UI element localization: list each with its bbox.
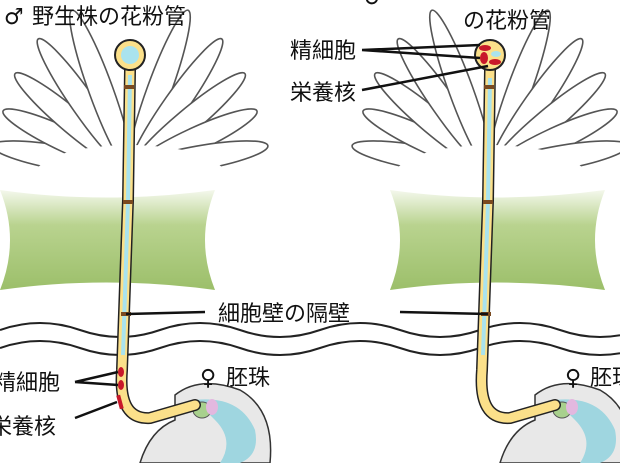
left-ovule [139, 382, 272, 463]
left-vegetative-nucleus [116, 394, 124, 410]
right-sperm-cell-2 [480, 52, 488, 64]
right-female-symbol: ♀ [565, 366, 581, 391]
right-ovule [499, 382, 620, 463]
left-sperm-label: 精細胞 [0, 371, 60, 396]
left-pollen-tube [114, 39, 201, 425]
left-sperm-cell-1 [118, 367, 124, 377]
left-ovule-label: 胚珠 [226, 366, 270, 391]
right-male-symbol: ♂ [364, 0, 384, 10]
left-vegetative-label: 栄養核 [0, 415, 56, 440]
right-vegetative-nucleus [489, 59, 501, 65]
right-vegetative-label: 栄養核 [290, 81, 356, 106]
left-tissue [0, 190, 215, 290]
septum-label: 細胞壁の隔壁 [218, 302, 350, 327]
right-sperm-cell-1 [479, 45, 491, 51]
left-female-symbol: ♀ [200, 366, 216, 391]
right-title: の花粉管 [463, 9, 551, 34]
left-male-symbol: ♂ [4, 5, 24, 30]
leader-lines [74, 43, 489, 420]
section-break-lines [0, 322, 620, 356]
right-sperm-label: 精細胞 [290, 39, 356, 64]
left-title: 野生株の花粉管 [32, 5, 186, 30]
left-sperm-cell-2 [118, 380, 124, 390]
right-ovule-label: 胚珠 [590, 366, 620, 391]
right-tissue [390, 190, 605, 290]
